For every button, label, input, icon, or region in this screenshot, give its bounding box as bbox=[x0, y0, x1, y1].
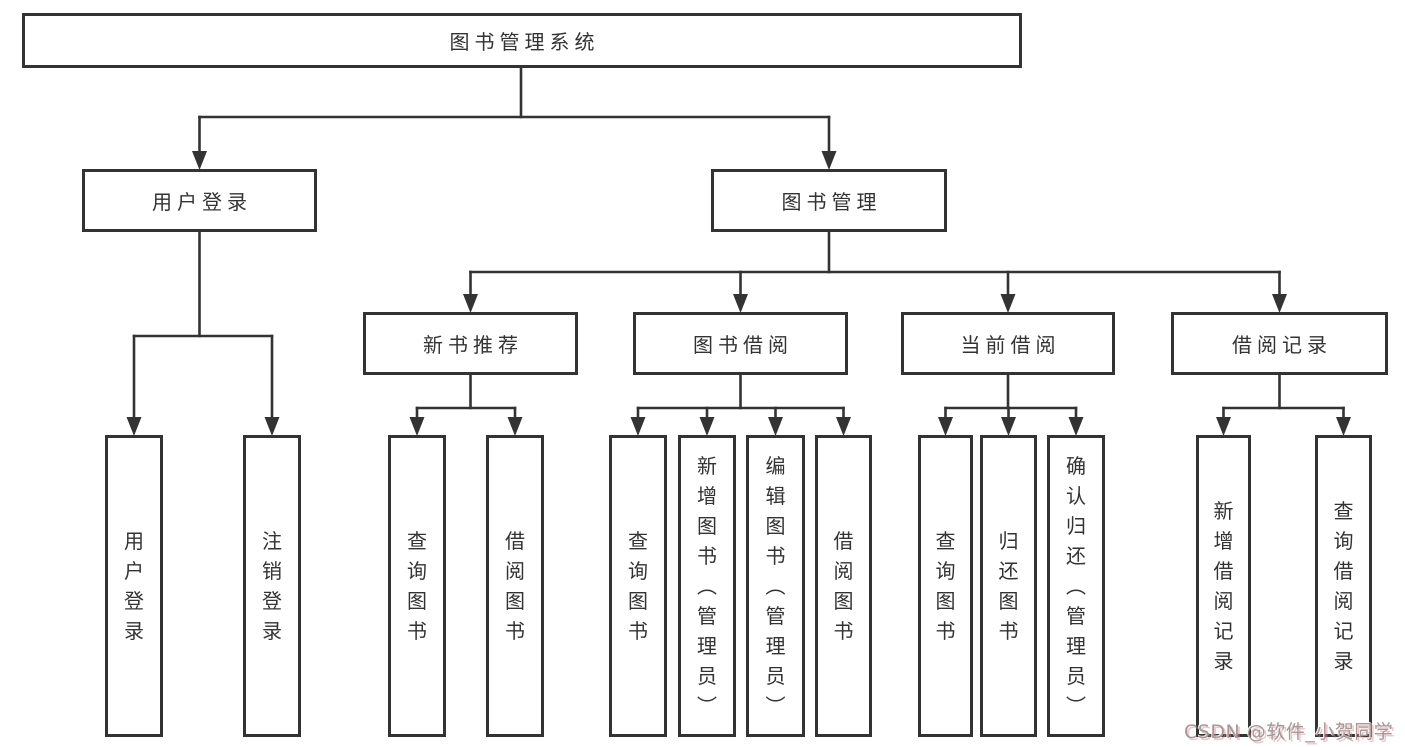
node-borrow-query-book: 查 询 图 书 bbox=[609, 435, 667, 737]
node-label-borrow-edit-book-admin: 编 辑 图 书 ︵ 管 理 员 ︶ bbox=[765, 454, 786, 718]
node-label-logout: 注 销 登 录 bbox=[262, 529, 282, 643]
node-label-borrow-borrow-book: 借 阅 图 书 bbox=[833, 529, 854, 643]
node-book-management: 图书管理 bbox=[711, 169, 947, 232]
node-label-system-root: 图书管理系统 bbox=[449, 30, 600, 54]
node-label-records-add-record: 新 增 借 阅 记 录 bbox=[1213, 499, 1234, 673]
node-label-book-borrowing: 图书借阅 bbox=[693, 333, 793, 357]
node-current-return-book: 归 还 图 书 bbox=[980, 435, 1037, 737]
node-current-query-book: 查 询 图 书 bbox=[918, 435, 973, 737]
node-current-borrowing: 当前借阅 bbox=[901, 312, 1115, 375]
csdn-watermark: CSDN @软件_小贺同学 bbox=[1184, 721, 1394, 743]
node-label-recommend-borrow-book: 借 阅 图 书 bbox=[505, 529, 525, 643]
node-label-current-borrowing: 当前借阅 bbox=[960, 333, 1061, 357]
node-recommend-borrow-book: 借 阅 图 书 bbox=[486, 435, 544, 737]
node-label-recommend-query-book: 查 询 图 书 bbox=[407, 529, 427, 643]
node-label-user-login: 用 户 登 录 bbox=[124, 529, 144, 643]
node-records-add-record: 新 增 借 阅 记 录 bbox=[1196, 435, 1251, 737]
node-borrow-add-book-admin: 新 增 图 书 ︵ 管 理 员 ︶ bbox=[678, 435, 736, 737]
node-user-login: 用 户 登 录 bbox=[105, 435, 163, 737]
node-label-records-query-record: 查 询 借 阅 记 录 bbox=[1333, 499, 1354, 673]
node-logout: 注 销 登 录 bbox=[243, 435, 301, 737]
node-recommend-query-book: 查 询 图 书 bbox=[388, 435, 446, 737]
node-label-borrow-query-book: 查 询 图 书 bbox=[628, 529, 648, 643]
node-label-new-book-recommend: 新书推荐 bbox=[423, 333, 523, 357]
node-book-borrowing: 图书借阅 bbox=[633, 312, 848, 375]
node-system-root: 图书管理系统 bbox=[22, 13, 1022, 68]
node-current-confirm-return: 确 认 归 还 ︵ 管 理 员 ︶ bbox=[1047, 435, 1105, 737]
node-borrowing-records: 借阅记录 bbox=[1171, 312, 1388, 375]
node-borrow-edit-book-admin: 编 辑 图 书 ︵ 管 理 员 ︶ bbox=[746, 435, 805, 737]
node-new-book-recommend: 新书推荐 bbox=[363, 312, 578, 375]
node-records-query-record: 查 询 借 阅 记 录 bbox=[1315, 435, 1372, 737]
node-borrow-borrow-book: 借 阅 图 书 bbox=[815, 435, 872, 737]
node-label-current-query-book: 查 询 图 书 bbox=[935, 529, 956, 643]
node-label-borrow-add-book-admin: 新 增 图 书 ︵ 管 理 员 ︶ bbox=[697, 454, 717, 718]
node-label-borrowing-records: 借阅记录 bbox=[1232, 333, 1332, 357]
node-label-current-return-book: 归 还 图 书 bbox=[998, 529, 1019, 643]
node-label-current-confirm-return: 确 认 归 还 ︵ 管 理 员 ︶ bbox=[1066, 454, 1086, 718]
node-label-user-login-group: 用户登录 bbox=[152, 190, 252, 214]
node-label-book-management: 图书管理 bbox=[781, 190, 882, 214]
node-user-login-group: 用户登录 bbox=[82, 169, 317, 232]
